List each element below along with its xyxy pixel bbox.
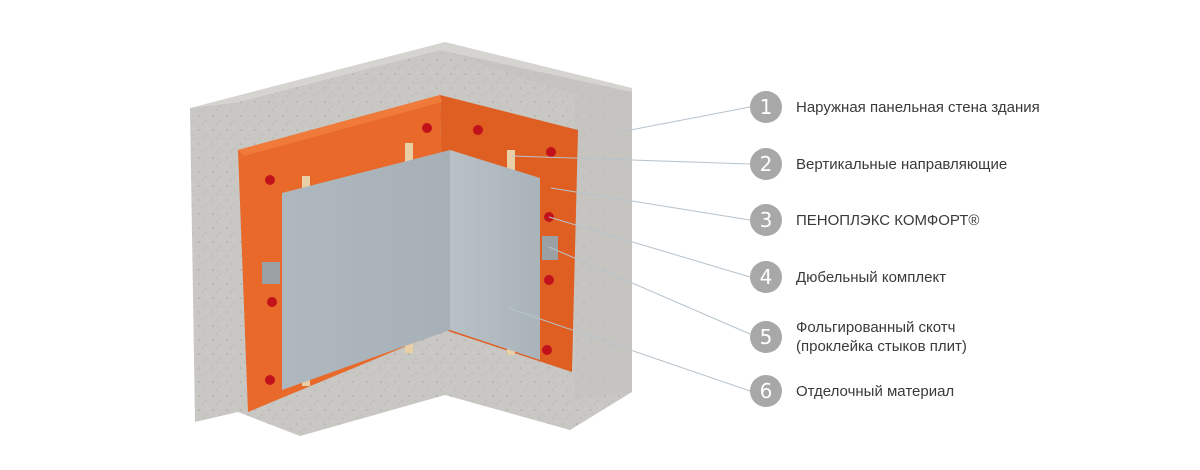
legend-label: Дюбельный комплект (796, 268, 947, 286)
legend-number-badge: 5 (750, 321, 782, 353)
legend-item-5: 5 Фольгированный скотч (проклейка стыков… (750, 318, 967, 356)
dowel (473, 125, 483, 135)
legend-label: Вертикальные направляющие (796, 155, 1008, 173)
leader-line-2 (511, 155, 751, 165)
legend-label: ПЕНОПЛЭКС КОМФОРТ® (796, 211, 980, 229)
legend-item-4: 4 Дюбельный комплект (750, 261, 946, 293)
concrete-wall-corner-face (440, 50, 632, 400)
finish-panel-right (450, 150, 540, 360)
finish-panels (282, 150, 540, 390)
concrete-wall-top (190, 42, 632, 108)
legend-label: Отделочный материал (796, 382, 955, 400)
leader-line-5 (548, 246, 751, 335)
foil-tape-strip (542, 236, 558, 260)
concrete-wall-left-face (190, 102, 238, 422)
foil-tape (262, 236, 558, 284)
dowel (265, 375, 275, 385)
leader-line-1 (619, 106, 751, 133)
legend-item-1: 1 Наружная панельная стена здания (750, 91, 1040, 123)
dowel (542, 345, 552, 355)
dowel (267, 297, 277, 307)
leader-line-3 (550, 187, 751, 221)
legend-item-3: 3 ПЕНОПЛЭКС КОМФОРТ® (750, 204, 979, 236)
dowel (422, 123, 432, 133)
dowel (544, 275, 554, 285)
leader-lines (507, 106, 751, 392)
dowel (546, 147, 556, 157)
legend-label: Фольгированный скотч (проклейка стыков п… (796, 319, 967, 355)
insulation-edge (238, 95, 442, 156)
legend-number-badge: 4 (750, 261, 782, 293)
foil-tape-strip (262, 262, 280, 284)
finish-panel-left (282, 150, 450, 390)
leader-line-4 (548, 216, 751, 278)
legend-label: Наружная панельная стена здания (796, 98, 1040, 116)
legend-number-badge: 1 (750, 91, 782, 123)
legend-item-6: 6 Отделочный материал (750, 375, 954, 407)
legend-number-badge: 6 (750, 375, 782, 407)
legend-number-badge: 3 (750, 204, 782, 236)
dowel (265, 175, 275, 185)
legend-item-2: 2 Вертикальные направляющие (750, 148, 1007, 180)
leader-line-6 (507, 307, 751, 392)
legend-number-badge: 2 (750, 148, 782, 180)
legend: 1 Наружная панельная стена здания 2 Верт… (750, 0, 1190, 470)
